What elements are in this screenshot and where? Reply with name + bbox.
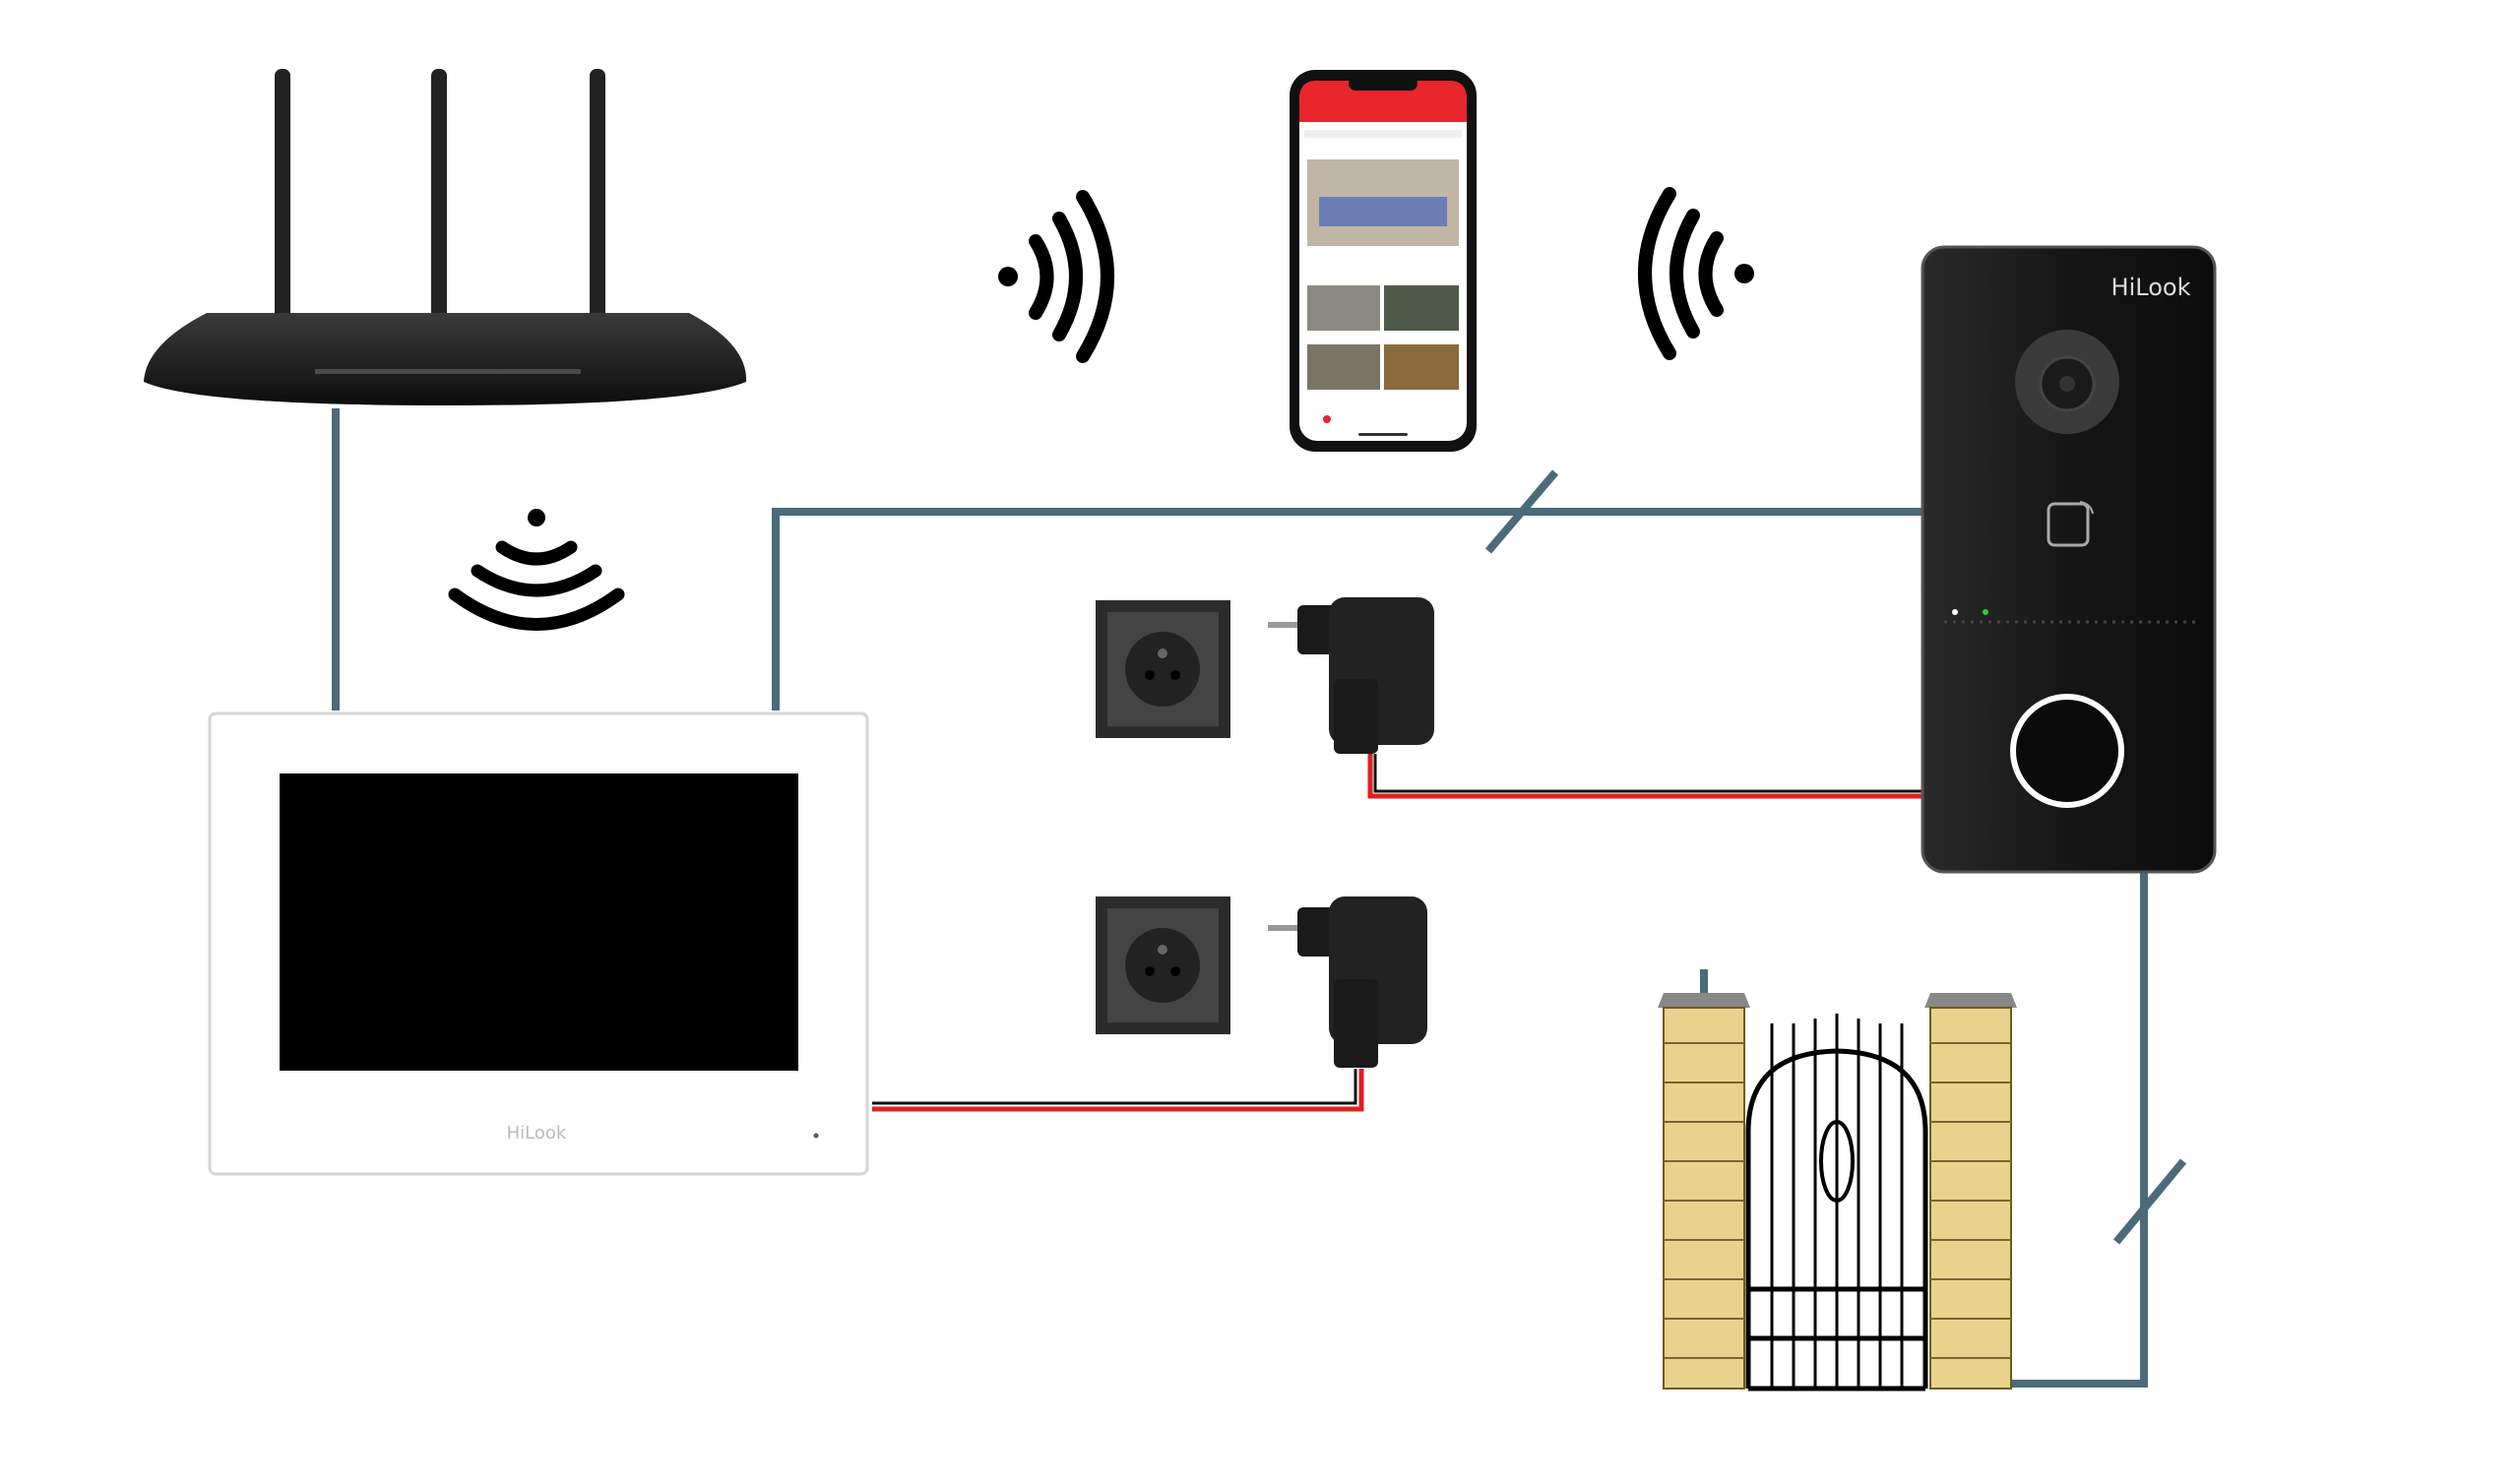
indoor-monitor-icon: HiLook bbox=[208, 711, 869, 1176]
monitor-doorbell-cable bbox=[772, 508, 1922, 711]
cable-break-mark bbox=[1484, 469, 1559, 554]
power-adapter-icon bbox=[1268, 597, 1434, 754]
doorbell-brand: HiLook bbox=[2111, 274, 2191, 301]
gate-icon bbox=[1658, 993, 2017, 1391]
cable-break-mark-2 bbox=[2112, 1158, 2187, 1245]
monitor-screen bbox=[280, 773, 798, 1071]
router-icon bbox=[144, 69, 747, 405]
wifi-signal-icon-monitor bbox=[448, 509, 625, 631]
power-wire-monitor bbox=[872, 1069, 1364, 1112]
power-socket-icon bbox=[1096, 600, 1230, 738]
doorbell-gate-cable bbox=[2011, 872, 2148, 1388]
power-socket-icon-2 bbox=[1096, 896, 1230, 1034]
smartphone-icon bbox=[1290, 70, 1477, 452]
power-wire-doorbell bbox=[1367, 754, 1922, 799]
power-adapter-icon-2 bbox=[1268, 896, 1427, 1068]
doorbell-icon: HiLook bbox=[1921, 245, 2217, 874]
wifi-signal-icon-router bbox=[998, 190, 1114, 363]
monitor-brand: HiLook bbox=[507, 1123, 567, 1143]
wifi-signal-icon-doorbell bbox=[1638, 187, 1754, 360]
network-cables bbox=[332, 408, 2187, 1388]
